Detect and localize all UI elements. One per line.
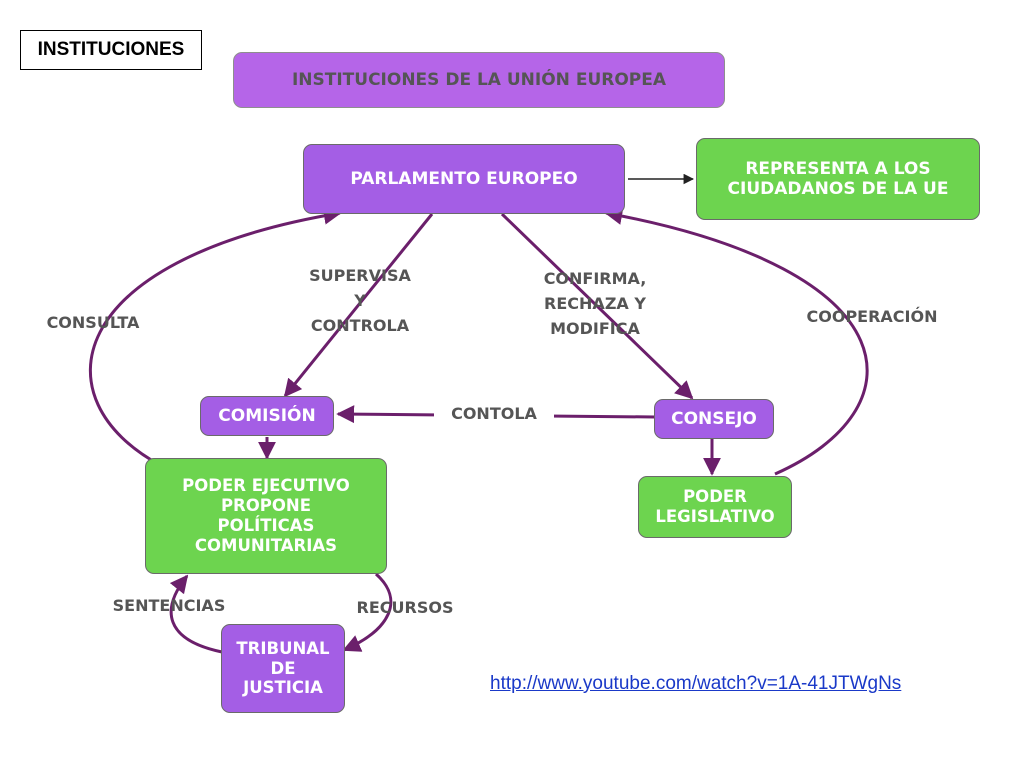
slide-title: INSTITUCIONES <box>20 30 202 70</box>
label-sentencias: SENTENCIAS <box>112 596 226 615</box>
node-comision: COMISIÓN <box>200 396 334 436</box>
node-tribunal-justicia: TRIBUNAL DE JUSTICIA <box>221 624 345 713</box>
label-cooperacion: COOPERACIÓN <box>806 307 938 326</box>
label-consulta: CONSULTA <box>46 313 140 332</box>
node-poder-ejecutivo: PODER EJECUTIVO PROPONE POLÍTICAS COMUNI… <box>145 458 387 574</box>
edge-supervisa <box>283 213 434 398</box>
edge-confirma <box>500 212 694 400</box>
label-supervisa: SUPERVISA Y CONTROLA <box>309 266 411 335</box>
edge-consulta <box>88 206 342 467</box>
node-poder-legislativo: PODER LEGISLATIVO <box>638 476 792 538</box>
label-confirma: CONFIRMA, RECHAZA Y MODIFICA <box>543 269 647 338</box>
node-consejo: CONSEJO <box>654 399 774 439</box>
youtube-link[interactable]: http://www.youtube.com/watch?v=1A-41JTWg… <box>490 673 902 694</box>
diagram-header: INSTITUCIONES DE LA UNIÓN EUROPEA <box>233 52 725 108</box>
node-parlamento-europeo: PARLAMENTO EUROPEO <box>303 144 625 214</box>
edge-cooperacion <box>604 207 869 476</box>
edge-sentencias <box>169 574 223 654</box>
edge-recursos <box>342 572 393 652</box>
label-recursos: RECURSOS <box>356 598 454 617</box>
node-representa: REPRESENTA A LOS CIUDADANOS DE LA UE <box>696 138 980 220</box>
label-contola: CONTOLA <box>434 402 554 427</box>
